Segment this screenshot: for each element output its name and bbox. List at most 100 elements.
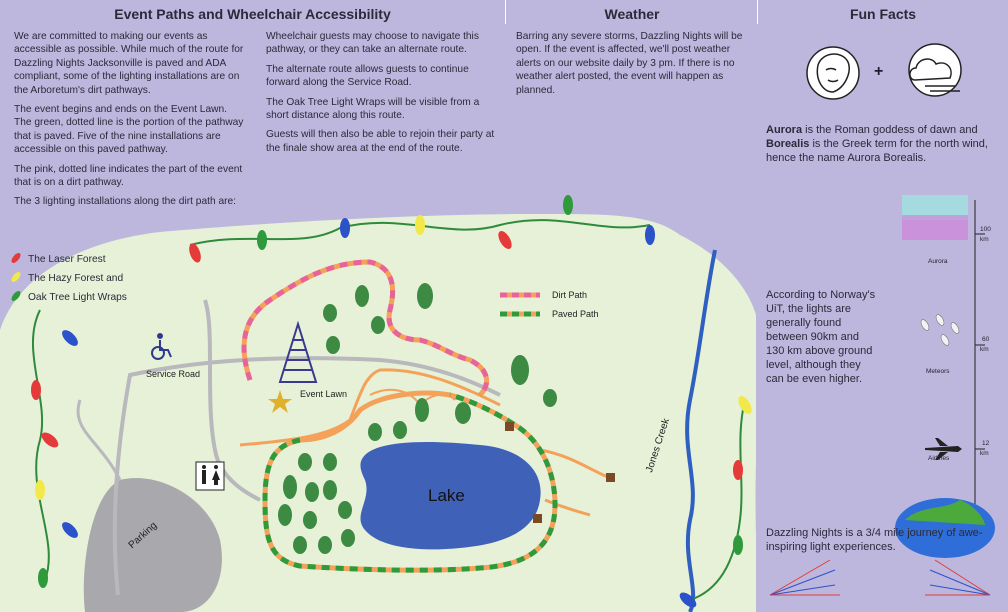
tick-60: 60 xyxy=(982,336,990,343)
tree xyxy=(368,423,382,441)
tree xyxy=(455,402,471,424)
installation-bulb-yellow xyxy=(11,272,21,282)
meteors-icon xyxy=(920,314,960,346)
airplane-icon xyxy=(925,438,962,460)
tree xyxy=(415,398,429,422)
paragraph: The Oak Tree Light Wraps will be visible… xyxy=(266,96,480,122)
altitude-label-airlines: Airlines xyxy=(928,455,950,462)
tree xyxy=(323,453,337,471)
fun-facts-title: Fun Facts xyxy=(849,6,917,22)
paragraph: Wheelchair guests may choose to navigate… xyxy=(266,31,479,56)
tree xyxy=(355,285,369,307)
bulb xyxy=(415,215,425,235)
tree xyxy=(371,316,385,334)
tree xyxy=(283,475,297,499)
bulb xyxy=(340,218,350,238)
tree xyxy=(298,453,312,471)
bulb xyxy=(41,432,59,448)
installation-item: Oak Tree Light Wraps xyxy=(28,292,127,303)
legend-paved-label: Paved Path xyxy=(552,309,599,319)
accessibility-title: Event Paths and Wheelchair Accessibility xyxy=(114,6,391,22)
tree xyxy=(323,304,337,322)
bulb xyxy=(257,230,267,250)
bulb xyxy=(38,568,48,588)
paragraph: The pink, dotted line indicates the part… xyxy=(14,163,243,189)
installation-bulb-red xyxy=(11,253,21,263)
service-road-left xyxy=(76,399,122,481)
journey-fact: Dazzling Nights is a 3/4 mile journey of… xyxy=(766,527,983,553)
star-icon xyxy=(268,390,292,413)
bulb xyxy=(62,330,78,346)
weather-text: Barring any severe storms, Dazzling Nigh… xyxy=(516,31,743,96)
bulb xyxy=(498,230,512,250)
tree xyxy=(326,336,340,354)
bulb xyxy=(738,395,752,415)
lake-label: Lake xyxy=(428,486,465,505)
tree xyxy=(305,482,319,502)
tree xyxy=(293,536,307,554)
norway-fact: According to Norway's UiT, the lights ar… xyxy=(766,289,876,385)
lake xyxy=(360,442,541,550)
bulb xyxy=(62,522,78,538)
christmas-tree-icon xyxy=(278,320,318,383)
altitude-chart xyxy=(880,190,1008,510)
header-divider xyxy=(505,0,506,24)
aurora-text: is the Roman goddess of dawn and xyxy=(802,124,978,136)
installation-bulb-green xyxy=(11,291,21,301)
tree xyxy=(341,529,355,547)
tick-unit: km xyxy=(980,346,989,353)
service-road-branch xyxy=(203,299,261,502)
structure-marker xyxy=(606,473,615,482)
light-bulbs xyxy=(31,195,752,608)
aurora-word: Aurora xyxy=(766,124,803,136)
borealis-word: Borealis xyxy=(766,138,810,150)
altitude-label-meteors: Meteors xyxy=(926,368,950,375)
tree xyxy=(543,389,557,407)
structure-marker xyxy=(533,514,542,523)
paragraph: Guests will then also be able to rejoin … xyxy=(266,129,495,154)
accessibility-col2: Wheelchair guests may choose to navigate… xyxy=(266,30,496,161)
bulb xyxy=(189,243,201,263)
trees xyxy=(278,283,557,554)
plus-sign: + xyxy=(874,63,884,80)
tree xyxy=(393,421,407,439)
tree xyxy=(511,355,529,385)
tree xyxy=(338,501,352,519)
tree xyxy=(323,480,337,500)
structure-marker xyxy=(505,422,514,431)
bulb xyxy=(35,480,45,500)
installation-item: The Hazy Forest and xyxy=(28,273,124,284)
bulb xyxy=(733,460,743,480)
tick-unit: km xyxy=(980,236,989,243)
borealis-text: is the Greek term for the north wind, he… xyxy=(766,138,988,164)
header-divider xyxy=(757,0,758,24)
service-road xyxy=(112,356,501,596)
event-lawn-label: Event Lawn xyxy=(300,389,348,399)
tree xyxy=(318,536,332,554)
bulb xyxy=(645,225,655,245)
tick-100: 100 xyxy=(980,226,991,233)
paragraph: The event begins and ends on the Event L… xyxy=(14,104,244,156)
aurora-fact: Aurora is the Roman goddess of dawn and … xyxy=(766,123,1000,165)
restroom-icon xyxy=(195,461,225,491)
goddess-icon xyxy=(806,46,860,100)
accessibility-col1: We are committed to making our events as… xyxy=(14,30,246,215)
bulb xyxy=(679,592,697,608)
paragraph: The alternate route allows guests to con… xyxy=(266,63,469,89)
wind-icon xyxy=(908,43,962,97)
earth-icon xyxy=(895,498,995,558)
bulb xyxy=(733,535,743,555)
tree xyxy=(417,283,433,309)
tick-12: 12 xyxy=(982,440,990,447)
tree xyxy=(303,511,317,529)
installation-item: The Laser Forest xyxy=(28,254,106,265)
paragraph: We are committed to making our events as… xyxy=(14,31,244,96)
bulb xyxy=(31,380,41,400)
tick-unit: km xyxy=(980,450,989,457)
service-road-label: Service Road xyxy=(146,369,201,379)
tree xyxy=(278,504,292,526)
laser-icon-right xyxy=(925,559,991,596)
altitude-label-aurora: Aurora xyxy=(928,258,948,265)
weather-title: Weather xyxy=(604,6,660,22)
